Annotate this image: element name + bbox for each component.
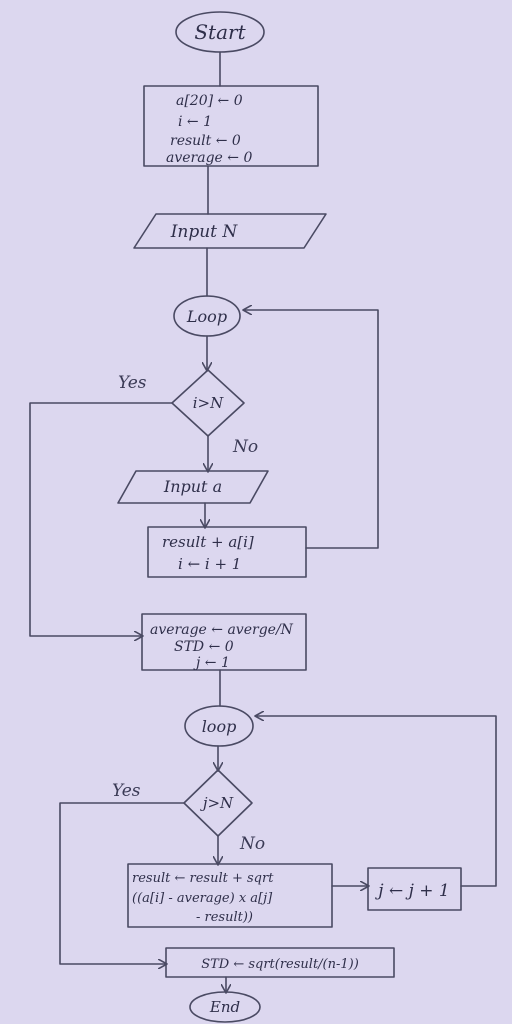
input-n-label: Input N (170, 222, 239, 242)
start-label: Start (194, 20, 246, 44)
end-label: End (209, 998, 240, 1016)
cond1-no-label: No (232, 437, 258, 457)
result-line-3: - result)) (196, 910, 253, 925)
init-line-2: i ← 1 (178, 114, 212, 130)
accum-process-box (147, 526, 307, 578)
loop1-label: Loop (186, 307, 227, 326)
std-label: STD ← sqrt(result/(n-1)) (201, 957, 359, 972)
accum-line-1: result + a[i] (162, 533, 254, 551)
init-line-3: result ← 0 (170, 133, 241, 149)
arrow-incj-loop2 (256, 716, 497, 887)
avg-line-1: average ← averge/N (150, 622, 294, 638)
result-line-2: ((a[i] - average) x a[j] (132, 891, 273, 906)
result-line-1: result ← result + sqrt (132, 871, 274, 886)
init-line-4: average ← 0 (166, 150, 252, 166)
cond2-no-label: No (239, 834, 265, 854)
arrow-accum-loop1 (244, 310, 379, 549)
result-process-box (127, 863, 333, 928)
loop2-connector (184, 705, 254, 747)
input-n-parallelogram (133, 213, 327, 249)
init-line-1: a[20] ← 0 (176, 93, 243, 109)
cond1-yes-label: Yes (118, 373, 147, 393)
arrow-cond1-yes (29, 402, 173, 636)
avg-line-2: STD ← 0 (174, 639, 234, 655)
inc-j-label: j ← j + 1 (374, 881, 449, 901)
avg-process-box (141, 613, 307, 671)
loop2-label: loop (202, 717, 237, 736)
avg-line-3: j ← 1 (193, 655, 230, 671)
cond1-label: i>N (193, 394, 224, 412)
cond2-yes-label: Yes (112, 781, 141, 801)
init-process-box (143, 85, 319, 167)
accum-line-2: i ← i + 1 (178, 555, 241, 573)
cond2-label: j>N (200, 794, 234, 812)
input-a-label: Input a (163, 477, 222, 496)
input-a-parallelogram (117, 470, 269, 504)
arrow-cond2-yes (59, 802, 185, 964)
